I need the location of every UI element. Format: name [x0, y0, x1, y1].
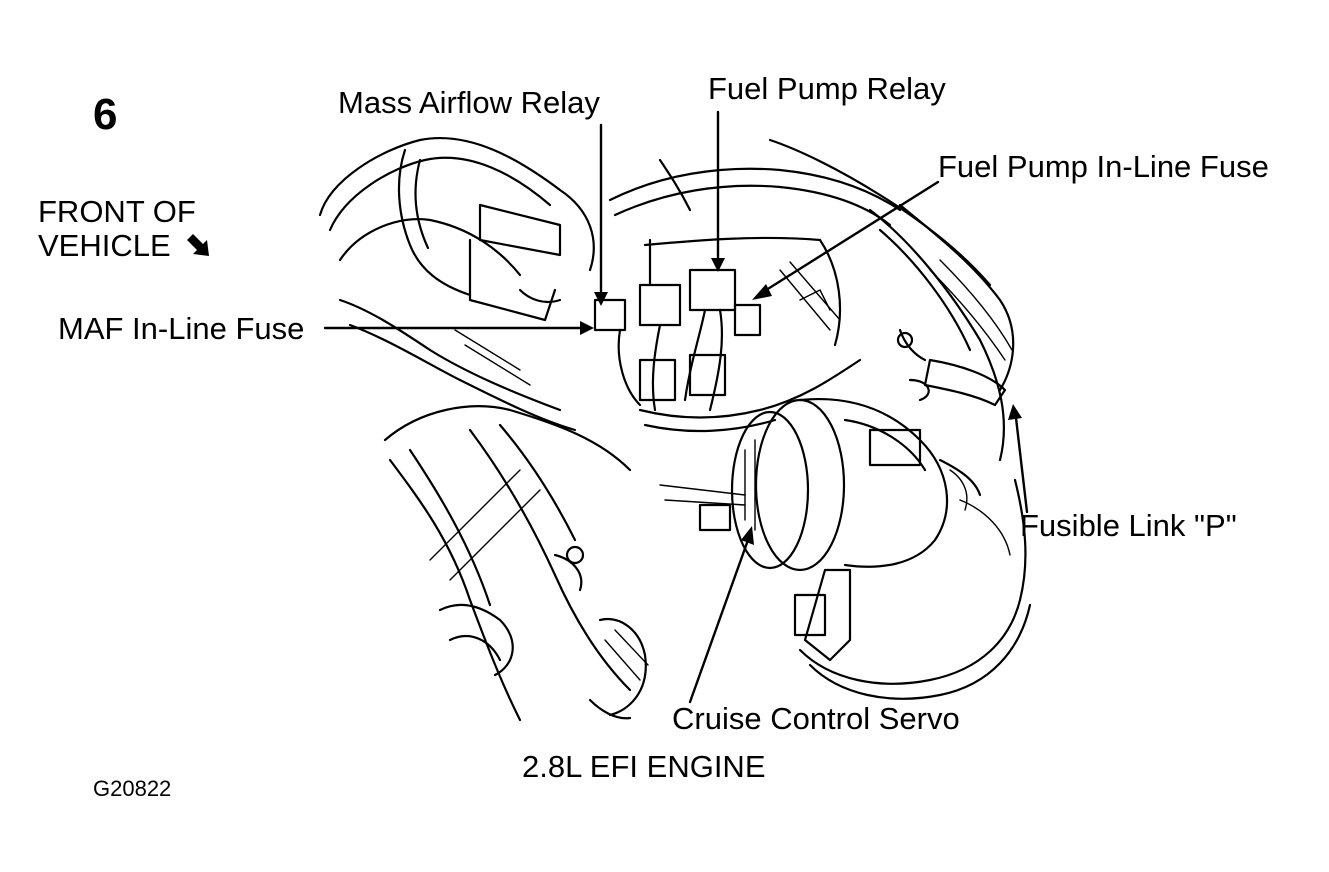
orientation-label: FRONT OF VEHICLE — [38, 195, 211, 263]
relay-cluster — [593, 236, 862, 433]
figure-code: G20822 — [93, 776, 172, 801]
label-fusible-link-p: Fusible Link "P" — [1020, 508, 1237, 543]
figure-caption: 2.8L EFI ENGINE — [522, 749, 766, 784]
leader-cruise-control-servo — [688, 538, 750, 704]
leader-fuel-pump-inline-fuse — [761, 180, 940, 294]
leader-fusible-link-p — [1014, 416, 1029, 514]
arrow-down-right-icon — [187, 234, 210, 256]
fuse-block-right — [896, 328, 1007, 407]
label-fuel-pump-inline-fuse: Fuel Pump In-Line Fuse — [938, 149, 1269, 184]
cruise-control-servo-drawing — [659, 398, 1032, 700]
label-maf-inline-fuse: MAF In-Line Fuse — [58, 311, 305, 346]
label-cruise-control-servo: Cruise Control Servo — [672, 701, 960, 736]
figure-number: 6 — [93, 90, 118, 139]
orientation-line-2: VEHICLE — [38, 228, 171, 263]
label-mass-airflow-relay: Mass Airflow Relay — [338, 85, 600, 120]
orientation-line-1: FRONT OF — [38, 194, 196, 229]
left-harness — [318, 136, 595, 432]
orientation-line-2-row: VEHICLE — [38, 229, 211, 263]
upper-harness — [608, 138, 1015, 462]
leader-lines — [323, 110, 1029, 704]
engine-block — [383, 405, 649, 722]
label-fuel-pump-relay: Fuel Pump Relay — [708, 71, 946, 106]
